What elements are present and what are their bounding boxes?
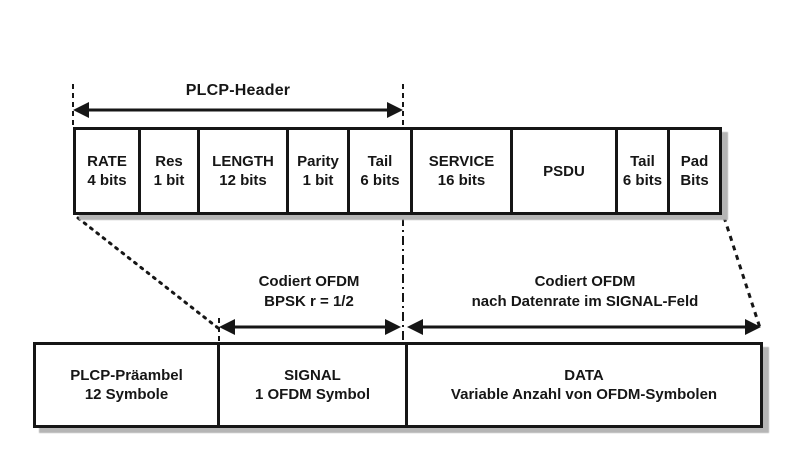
field-size: Bits — [680, 172, 709, 189]
field-size: 16 bits — [437, 172, 486, 189]
signal-coding-annotation: Codiert OFDM BPSK r = 1/2 — [203, 272, 415, 312]
field-size: 1 bit — [302, 172, 334, 189]
segment-signal: SIGNAL 1 OFDM Symbol — [217, 345, 405, 425]
segment-name: SIGNAL — [284, 367, 341, 384]
field-size: 12 bits — [219, 172, 267, 189]
field-name: Tail — [630, 153, 655, 170]
field-size: 1 bit — [153, 172, 185, 189]
field-size: 6 bits — [622, 172, 663, 189]
annotation-line: BPSK r = 1/2 — [264, 293, 354, 310]
segment-data: DATA Variable Anzahl von OFDM-Symbolen — [405, 345, 760, 425]
segment-detail: 1 OFDM Symbol — [254, 386, 370, 403]
ppdu-segment-row: PLCP-Präambel 12 Symbole SIGNAL 1 OFDM S… — [33, 342, 763, 428]
left-dotted-connector — [76, 216, 220, 342]
segment-detail: Variable Anzahl von OFDM-Symbolen — [450, 386, 718, 403]
field-rate: RATE 4 bits — [76, 130, 138, 212]
field-name: Tail — [367, 153, 393, 170]
signal-coding-span-arrow — [219, 319, 401, 335]
field-pad-bits: Pad Bits — [667, 130, 719, 212]
annotation-line: Codiert OFDM — [258, 273, 360, 290]
field-size: 6 bits — [360, 172, 400, 189]
segment-name: DATA — [564, 367, 604, 384]
data-coding-annotation: Codiert OFDM nach Datenrate im SIGNAL-Fe… — [407, 272, 763, 312]
field-tail-2: Tail 6 bits — [615, 130, 667, 212]
field-name: Parity — [297, 153, 339, 170]
field-service: SERVICE 16 bits — [410, 130, 510, 212]
segment-detail: 12 Symbole — [84, 386, 169, 403]
field-parity: Parity 1 bit — [286, 130, 347, 212]
data-coding-span-arrow — [407, 319, 761, 335]
segment-name: PLCP-Präambel — [70, 367, 183, 384]
plcp-header-label: PLCP-Header — [185, 82, 291, 99]
field-res: Res 1 bit — [138, 130, 197, 212]
field-name: Pad — [680, 153, 709, 170]
segment-plcp-preamble: PLCP-Präambel 12 Symbole — [36, 345, 217, 425]
field-length: LENGTH 12 bits — [197, 130, 286, 212]
field-name: LENGTH — [212, 153, 274, 170]
field-name: RATE — [87, 153, 127, 170]
annotation-line: nach Datenrate im SIGNAL-Feld — [471, 293, 699, 310]
annotation-line: Codiert OFDM — [534, 273, 636, 290]
field-name: SERVICE — [428, 153, 495, 170]
field-name: PSDU — [543, 162, 585, 180]
field-name: Res — [155, 153, 183, 170]
field-psdu: PSDU — [510, 130, 615, 212]
field-size: 4 bits — [87, 172, 127, 189]
field-tail: Tail 6 bits — [347, 130, 410, 212]
plcp-field-row: RATE 4 bits Res 1 bit LENGTH 12 bits Par… — [73, 127, 722, 215]
